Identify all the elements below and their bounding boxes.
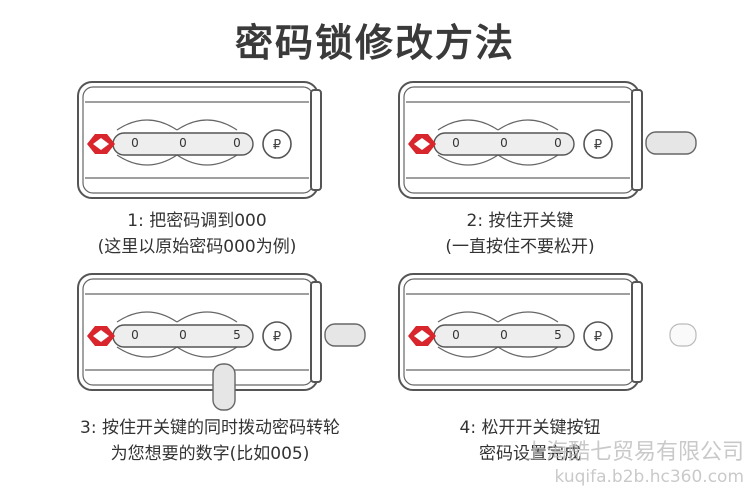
step-1-line1: 1: 把密码调到000: [127, 211, 267, 231]
step-4-caption: 4: 松开开关键按钮 密码设置完成: [420, 415, 640, 467]
lock-panel-step-1: ₽ 0 0 0: [77, 80, 377, 210]
step-3-line2: 为您想要的数字(比如005): [110, 444, 310, 464]
tsa-logo-icon: [408, 134, 436, 154]
step-2-line2: (一直按住不要松开): [445, 237, 595, 257]
dial-3[interactable]: 5: [554, 328, 562, 342]
dial-2[interactable]: 0: [179, 328, 187, 342]
finger-press-icon: [645, 131, 697, 155]
tsa-logo-icon: [408, 326, 436, 346]
lock-panel-step-2: ₽ 0 0 0: [398, 80, 698, 210]
dial-1[interactable]: 0: [452, 328, 460, 342]
dial-3[interactable]: 0: [233, 136, 241, 150]
page-title: 密码锁修改方法: [234, 21, 515, 65]
finger-roll-icon: [212, 363, 236, 411]
step-1-caption: 1: 把密码调到000 (这里以原始密码000为例): [77, 208, 317, 260]
step-1-line2: (这里以原始密码000为例): [97, 237, 297, 257]
dial-3[interactable]: 0: [554, 136, 562, 150]
step-3-line1: 3: 按住开关键的同时拨动密码转轮: [80, 418, 340, 438]
dial-1[interactable]: 0: [131, 136, 139, 150]
finger-release-icon: [669, 323, 697, 347]
dial-2[interactable]: 0: [500, 136, 508, 150]
tsa-logo-icon: [87, 134, 115, 154]
dial-3[interactable]: 5: [233, 328, 241, 342]
tsa-logo-icon: [87, 326, 115, 346]
dial-2[interactable]: 0: [500, 328, 508, 342]
step-2-caption: 2: 按住开关键 (一直按住不要松开): [400, 208, 640, 260]
finger-press-icon: [324, 323, 366, 347]
lock-panel-step-3: ₽ 0 0 5: [77, 272, 377, 411]
lock-panel-step-4: ₽ 0 0 5: [398, 272, 698, 402]
svg-text:₽: ₽: [273, 138, 281, 153]
svg-text:₽: ₽: [594, 330, 602, 345]
watermark-company: 上海酷七贸易有限公司: [523, 440, 744, 465]
watermark-url: kuqifa.b2b.hc360.com: [554, 467, 745, 487]
dial-1[interactable]: 0: [452, 136, 460, 150]
step-4-line1: 4: 松开开关键按钮: [459, 418, 601, 438]
dial-1[interactable]: 0: [131, 328, 139, 342]
step-4-line2: 密码设置完成: [479, 444, 581, 464]
step-3-caption: 3: 按住开关键的同时拨动密码转轮 为您想要的数字(比如005): [40, 415, 380, 467]
company-watermark: 上海酷七贸易有限公司 kuqifa.b2b.hc360.com: [524, 441, 744, 489]
dial-2[interactable]: 0: [179, 136, 187, 150]
step-2-line1: 2: 按住开关键: [466, 211, 574, 231]
svg-text:₽: ₽: [594, 138, 602, 153]
svg-text:₽: ₽: [273, 330, 281, 345]
